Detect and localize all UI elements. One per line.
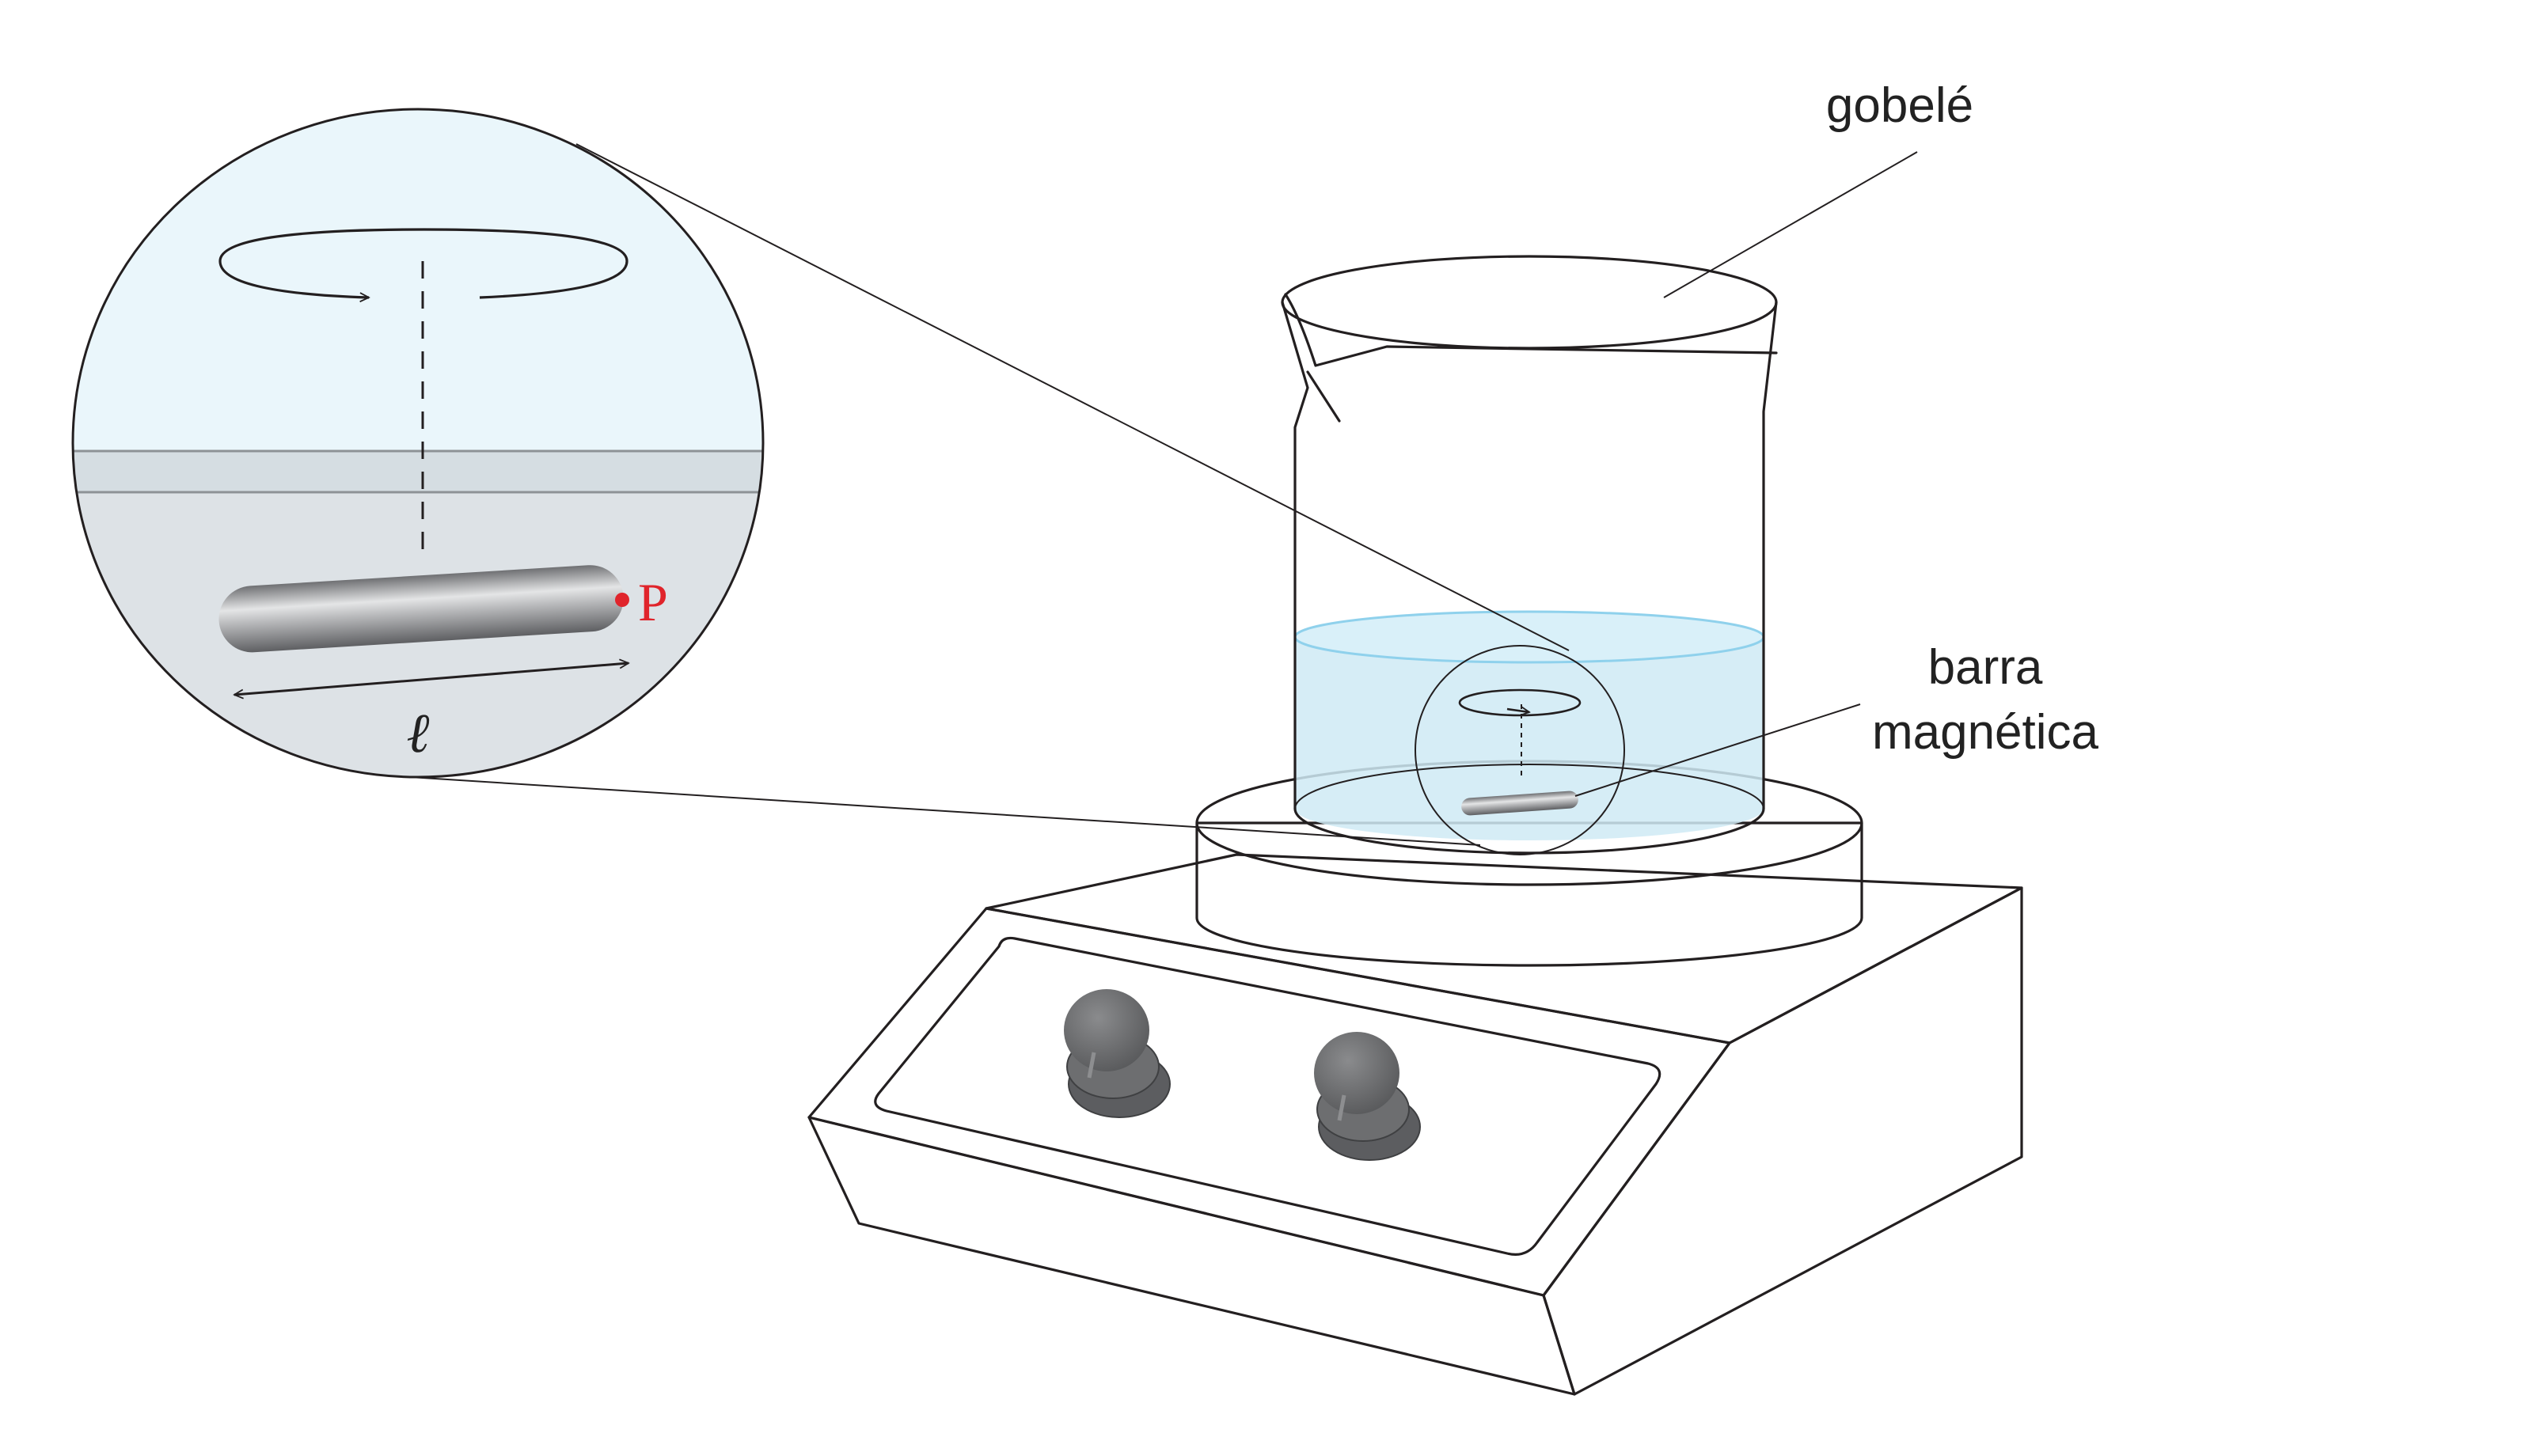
speed-knob[interactable] xyxy=(1064,989,1171,1118)
zoom-source-circle xyxy=(1415,645,1625,855)
stirrer-bottom-strip xyxy=(807,1116,1576,1396)
beaker-rim xyxy=(1281,255,1778,350)
point-p-marker xyxy=(615,593,629,607)
stir-bar-callout: barra magnética xyxy=(1574,640,2099,797)
point-p-label: P xyxy=(638,572,668,632)
magnify-leader-lines xyxy=(409,143,1570,846)
stirrer-right-side xyxy=(1542,886,2023,1396)
magnified-stir-bar xyxy=(218,565,624,653)
stir-bar-label-line2: magnética xyxy=(1872,705,2099,760)
beaker xyxy=(1281,255,1778,855)
small-stir-bar xyxy=(1461,791,1578,816)
heat-knob[interactable] xyxy=(1314,1032,1421,1161)
stir-bar-label-line1: barra xyxy=(1928,640,2043,695)
beaker-label: gobelé xyxy=(1826,78,1973,133)
beaker-bottom-front xyxy=(1293,807,1765,855)
beaker-callout: gobelé xyxy=(1663,78,1973,298)
control-panel-recess xyxy=(874,936,1661,1256)
beaker-spout xyxy=(1284,293,1778,367)
magnetic-stirrer xyxy=(807,760,2023,1396)
magnified-inset: P ℓ xyxy=(71,108,765,779)
stirrer-front-panel xyxy=(807,907,1731,1297)
liquid-surface xyxy=(1293,610,1765,664)
length-label: ℓ xyxy=(406,700,429,765)
beaker-wall-left xyxy=(1281,301,1309,810)
beaker-wall-right xyxy=(1762,301,1778,810)
rotation-arrow xyxy=(218,228,629,298)
length-arrow xyxy=(234,663,629,695)
liquid xyxy=(1295,637,1764,840)
